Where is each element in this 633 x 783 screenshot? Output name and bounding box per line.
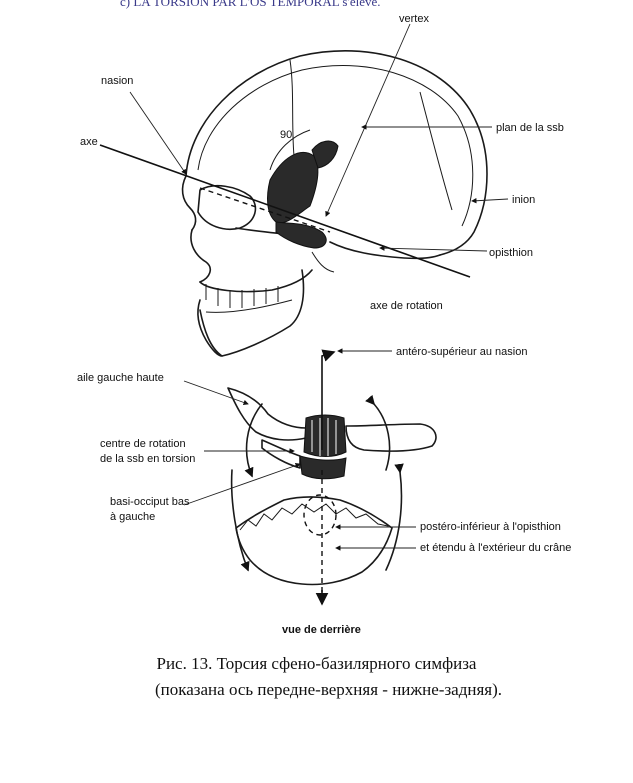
rear-view-pointers <box>183 348 416 551</box>
label-opisthion: opisthion <box>489 247 533 259</box>
label-plan-ssb: plan de la ssb <box>496 122 564 134</box>
label-inion: inion <box>512 194 535 206</box>
angle-label: 90 <box>280 129 292 141</box>
rear-view-illustration <box>227 387 437 586</box>
caption-line-1: Рис. 13. Торсия сфено-базилярного симфиз… <box>156 654 477 673</box>
rotation-axis-line <box>99 144 471 278</box>
label-basi-occiput-1: basi-occiput bas <box>110 496 190 508</box>
label-axe-rotation: axe de rotation <box>370 300 443 312</box>
label-centre-rotation-1: centre de rotation <box>100 438 186 450</box>
header-cutoff-text: c) LA TORSION PAR L'OS TEMPORAL s'élève. <box>120 0 381 9</box>
label-antero-superieur: antéro-supérieur au nasion <box>396 346 527 358</box>
label-aile-gauche: aile gauche haute <box>77 372 164 384</box>
skull-pointers <box>129 23 509 252</box>
label-axe: axe <box>80 136 98 148</box>
label-nasion: nasion <box>101 75 133 87</box>
axis-anterosuperior <box>321 349 336 450</box>
caption-line-2: (показана ось передне-верхняя - нижне-за… <box>154 680 503 699</box>
label-centre-rotation-2: de la ssb en torsion <box>100 453 195 465</box>
label-vue-derriere: vue de derrière <box>282 624 361 636</box>
label-postero-inferieur: postéro-inférieur à l'opisthion <box>420 521 561 533</box>
skull-lateral-illustration: 90 <box>181 50 488 357</box>
label-basi-occiput-2: à gauche <box>110 511 155 523</box>
label-vertex: vertex <box>399 13 429 25</box>
label-etendu: et étendu à l'extérieur du crâne <box>420 542 571 554</box>
